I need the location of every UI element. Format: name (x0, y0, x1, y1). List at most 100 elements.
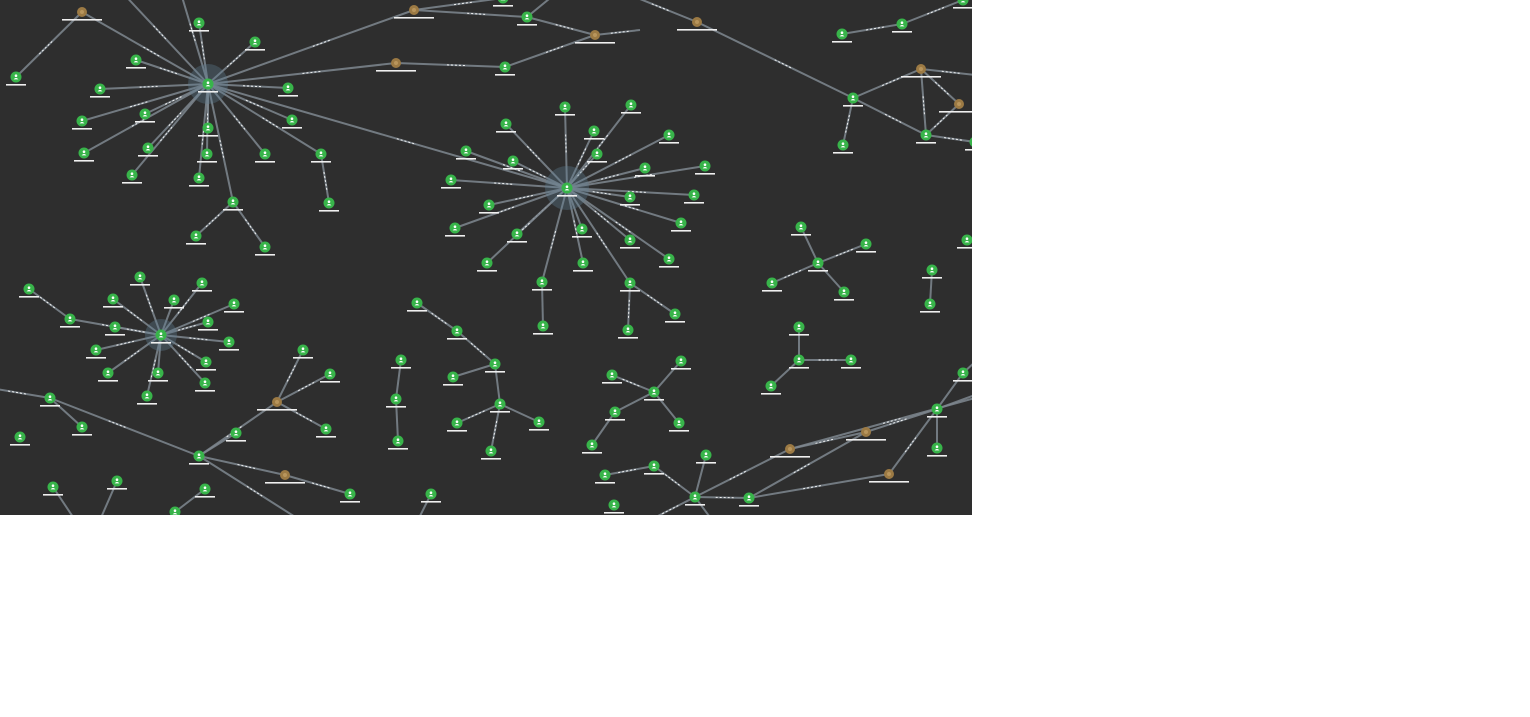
person-node[interactable] (441, 174, 461, 189)
person-node[interactable] (198, 316, 218, 331)
person-node[interactable] (445, 222, 465, 237)
person-node[interactable] (493, 0, 513, 7)
person-node[interactable] (602, 369, 622, 384)
person-node[interactable] (198, 122, 218, 137)
person-node[interactable] (421, 488, 441, 503)
person-node[interactable] (135, 108, 155, 123)
person-node[interactable] (316, 423, 336, 438)
person-node[interactable] (447, 325, 467, 340)
person-node[interactable] (841, 354, 861, 369)
person-node[interactable] (557, 182, 577, 197)
person-node[interactable] (43, 481, 63, 496)
person-node[interactable] (148, 367, 168, 382)
person-node[interactable] (671, 217, 691, 232)
person-node[interactable] (189, 17, 209, 32)
person-node[interactable] (197, 148, 217, 163)
person-node[interactable] (151, 329, 171, 344)
person-node[interactable] (407, 297, 427, 312)
person-node[interactable] (105, 321, 125, 336)
network-graph[interactable] (0, 0, 972, 515)
person-node[interactable] (490, 398, 510, 413)
person-node[interactable] (481, 445, 501, 460)
group-node[interactable] (939, 99, 972, 113)
person-node[interactable] (186, 230, 206, 245)
person-node[interactable] (122, 169, 142, 184)
person-node[interactable] (90, 83, 110, 98)
person-node[interactable] (255, 148, 275, 163)
person-node[interactable] (19, 283, 39, 298)
person-node[interactable] (126, 54, 146, 69)
person-node[interactable] (74, 147, 94, 162)
group-node[interactable] (869, 469, 909, 483)
group-node[interactable] (846, 427, 886, 441)
person-node[interactable] (696, 449, 716, 464)
person-node[interactable] (916, 129, 936, 144)
person-node[interactable] (477, 257, 497, 272)
person-node[interactable] (789, 321, 809, 336)
person-node[interactable] (278, 82, 298, 97)
person-node[interactable] (965, 137, 972, 151)
network-graph-canvas[interactable] (0, 0, 972, 515)
person-node[interactable] (644, 460, 664, 475)
person-node[interactable] (507, 228, 527, 243)
person-node[interactable] (72, 115, 92, 130)
person-node[interactable] (957, 234, 972, 249)
group-node[interactable] (394, 5, 434, 19)
person-node[interactable] (198, 78, 218, 93)
person-node[interactable] (685, 491, 705, 506)
group-node[interactable] (62, 7, 102, 21)
person-node[interactable] (456, 145, 476, 160)
person-node[interactable] (496, 118, 516, 133)
person-node[interactable] (391, 354, 411, 369)
person-node[interactable] (684, 189, 704, 204)
person-node[interactable] (138, 142, 158, 157)
person-node[interactable] (856, 238, 876, 253)
person-node[interactable] (927, 442, 947, 457)
person-node[interactable] (495, 61, 515, 76)
person-node[interactable] (340, 488, 360, 503)
person-node[interactable] (98, 367, 118, 382)
person-node[interactable] (447, 417, 467, 432)
person-node[interactable] (282, 114, 302, 129)
person-node[interactable] (388, 435, 408, 450)
person-node[interactable] (595, 469, 615, 484)
person-node[interactable] (103, 293, 123, 308)
person-node[interactable] (107, 475, 127, 490)
person-node[interactable] (927, 403, 947, 418)
person-node[interactable] (195, 377, 215, 392)
group-node[interactable] (901, 64, 941, 78)
person-node[interactable] (195, 483, 215, 498)
person-node[interactable] (584, 125, 604, 140)
person-node[interactable] (833, 139, 853, 154)
person-node[interactable] (791, 221, 811, 236)
person-node[interactable] (695, 160, 715, 175)
person-node[interactable] (761, 380, 781, 395)
person-node[interactable] (808, 257, 828, 272)
person-node[interactable] (620, 191, 640, 206)
person-node[interactable] (219, 336, 239, 351)
person-node[interactable] (620, 277, 640, 292)
person-node[interactable] (953, 0, 972, 9)
person-node[interactable] (762, 277, 782, 292)
person-node[interactable] (479, 199, 499, 214)
person-node[interactable] (644, 386, 664, 401)
person-node[interactable] (620, 234, 640, 249)
person-node[interactable] (669, 417, 689, 432)
person-node[interactable] (86, 344, 106, 359)
person-node[interactable] (671, 355, 691, 370)
person-node[interactable] (834, 286, 854, 301)
group-node[interactable] (257, 397, 297, 411)
person-node[interactable] (245, 36, 265, 51)
person-node[interactable] (293, 344, 313, 359)
person-node[interactable] (130, 271, 150, 286)
person-node[interactable] (192, 277, 212, 292)
person-node[interactable] (832, 28, 852, 43)
person-node[interactable] (226, 427, 246, 442)
person-node[interactable] (320, 368, 340, 383)
group-node[interactable] (575, 30, 615, 44)
group-node[interactable] (677, 17, 717, 31)
person-node[interactable] (605, 406, 625, 421)
person-node[interactable] (165, 506, 185, 516)
person-node[interactable] (621, 99, 641, 114)
person-node[interactable] (573, 257, 593, 272)
